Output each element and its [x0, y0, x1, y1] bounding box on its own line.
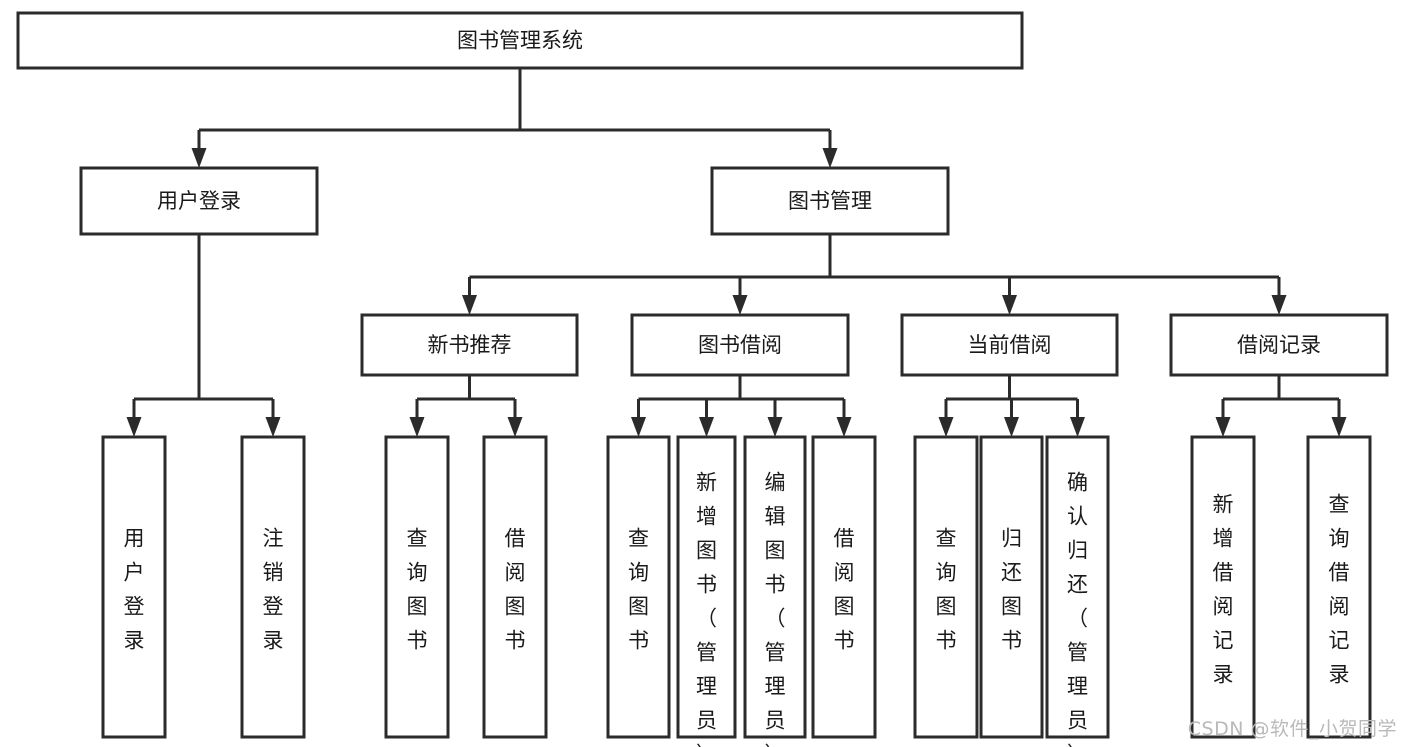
node-box[interactable]	[606, 435, 671, 739]
node-label: 查询图书	[628, 527, 649, 653]
node-root[interactable]: 图书管理系统	[16, 11, 1024, 70]
node-box[interactable]	[913, 435, 979, 739]
node-box[interactable]	[482, 435, 548, 739]
node-leaf-query-record[interactable]: 查询借阅记录	[1306, 435, 1372, 739]
node-leaf-query-book-2[interactable]: 查询图书	[606, 435, 671, 739]
node-label: 注销登录	[263, 527, 284, 653]
node-leaf-logout[interactable]: 注销登录	[240, 435, 306, 739]
node-label: 新书推荐	[428, 333, 512, 357]
node-box[interactable]	[1190, 435, 1256, 739]
node-leaf-borrow-book-1[interactable]: 借阅图书	[482, 435, 548, 739]
node-label: 查询图书	[407, 527, 428, 653]
node-box[interactable]	[384, 435, 450, 739]
node-book-borrow[interactable]: 图书借阅	[630, 313, 850, 377]
arrow-head-icon	[699, 417, 714, 437]
arrow-head-icon	[1002, 295, 1017, 315]
arrow-head-icon	[462, 295, 477, 315]
node-box[interactable]	[811, 435, 877, 739]
node-box[interactable]	[900, 313, 1119, 377]
node-leaf-add-book[interactable]: 新增图书（管理员）	[676, 435, 737, 747]
node-box[interactable]	[743, 435, 807, 739]
arrow-head-icon	[822, 148, 838, 168]
node-box[interactable]	[16, 11, 1024, 70]
node-box[interactable]	[360, 313, 579, 377]
node-label: 用户登录	[124, 527, 145, 653]
node-label: 查询图书	[936, 527, 957, 653]
node-label: 查询借阅记录	[1329, 493, 1350, 687]
arrow-head-icon	[1215, 417, 1231, 437]
node-label: 编辑图书（管理员）	[765, 471, 786, 747]
node-box[interactable]	[1169, 313, 1389, 377]
node-label: 图书管理系统	[457, 29, 583, 53]
node-book-manage[interactable]: 图书管理	[710, 166, 950, 236]
node-label: 新增图书（管理员）	[696, 471, 717, 747]
node-label: 借阅图书	[834, 527, 855, 653]
node-box[interactable]	[1306, 435, 1372, 739]
node-label: 确认归还（管理员）	[1067, 471, 1088, 747]
arrow-head-icon	[409, 417, 425, 437]
node-box[interactable]	[1045, 435, 1110, 739]
arrow-head-icon	[191, 148, 207, 168]
node-box[interactable]	[240, 435, 306, 739]
arrow-head-icon	[507, 417, 523, 437]
arrow-head-icon	[1070, 417, 1085, 437]
arrow-head-icon	[1004, 417, 1019, 437]
node-label: 借阅图书	[505, 527, 526, 653]
node-label: 用户登录	[157, 189, 241, 213]
arrow-head-icon	[1331, 417, 1347, 437]
node-leaf-return-book[interactable]: 归还图书	[979, 435, 1044, 739]
node-layer: 图书管理系统用户登录图书管理新书推荐图书借阅当前借阅借阅记录用户登录注销登录查询…	[16, 11, 1389, 747]
node-label: 图书管理	[788, 189, 872, 213]
node-box[interactable]	[979, 435, 1044, 739]
node-leaf-user-login[interactable]: 用户登录	[101, 435, 167, 739]
arrow-head-icon	[1271, 295, 1287, 315]
node-label: 图书借阅	[698, 333, 782, 357]
node-leaf-confirm-return[interactable]: 确认归还（管理员）	[1045, 435, 1110, 747]
arrow-head-icon	[265, 417, 281, 437]
node-label: 新增借阅记录	[1213, 493, 1234, 687]
node-current-borrow[interactable]: 当前借阅	[900, 313, 1119, 377]
node-leaf-edit-book[interactable]: 编辑图书（管理员）	[743, 435, 807, 747]
node-label: 借阅记录	[1237, 333, 1321, 357]
connector-layer	[126, 68, 1347, 437]
node-new-book-rec[interactable]: 新书推荐	[360, 313, 579, 377]
arrow-head-icon	[631, 417, 646, 437]
node-box[interactable]	[79, 166, 319, 236]
node-user-login[interactable]: 用户登录	[79, 166, 319, 236]
node-box[interactable]	[101, 435, 167, 739]
node-label: 归还图书	[1001, 527, 1022, 653]
node-leaf-query-book-3[interactable]: 查询图书	[913, 435, 979, 739]
node-label: 当前借阅	[968, 333, 1052, 357]
node-leaf-borrow-book-2[interactable]: 借阅图书	[811, 435, 877, 739]
arrow-head-icon	[732, 295, 748, 315]
arrow-head-icon	[836, 417, 852, 437]
arrow-head-icon	[938, 417, 954, 437]
node-leaf-query-book-1[interactable]: 查询图书	[384, 435, 450, 739]
arrow-head-icon	[126, 417, 142, 437]
node-box[interactable]	[630, 313, 850, 377]
node-leaf-add-record[interactable]: 新增借阅记录	[1190, 435, 1256, 739]
arrow-head-icon	[767, 417, 783, 437]
node-borrow-record[interactable]: 借阅记录	[1169, 313, 1389, 377]
node-box[interactable]	[710, 166, 950, 236]
node-box[interactable]	[676, 435, 737, 739]
